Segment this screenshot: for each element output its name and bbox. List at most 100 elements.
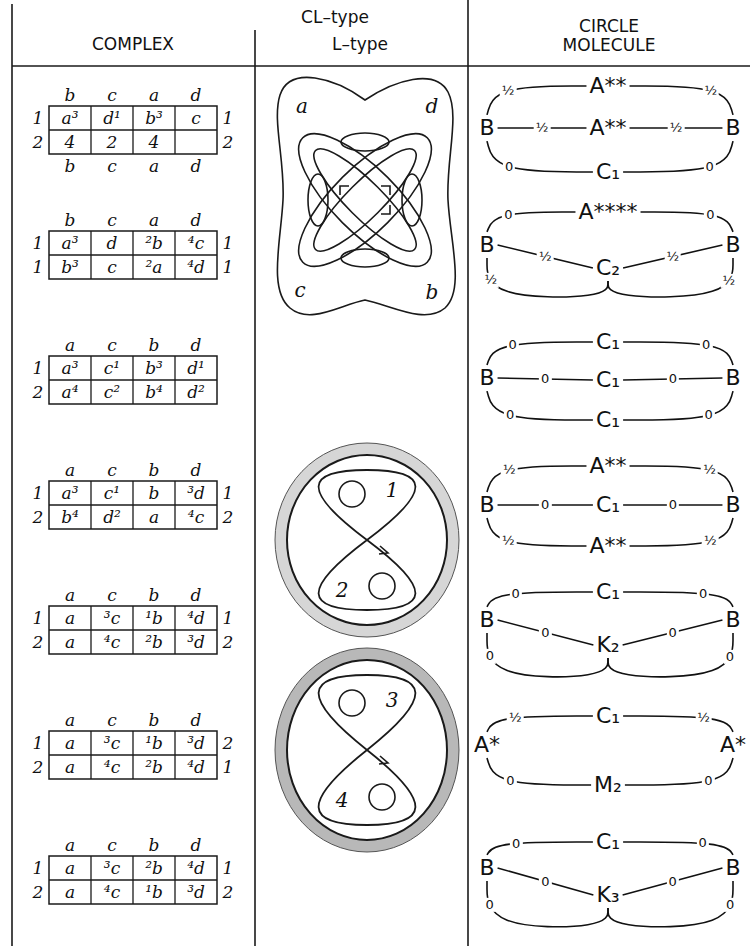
surface-ring (275, 648, 459, 852)
row-number: 2 (33, 883, 44, 902)
table-cell: c¹ (104, 359, 120, 378)
bond-line (623, 141, 733, 172)
edge-mark: 0 (504, 774, 516, 788)
atom-name: C₁ (596, 704, 620, 728)
hole-circle (339, 481, 365, 507)
edge-mark: ½ (507, 711, 524, 725)
table-cell: a (65, 609, 75, 628)
column-letter: d (191, 157, 202, 176)
table-cell: 2 (107, 133, 118, 152)
table-cell: ¹b (145, 883, 163, 902)
drawing-label: d (426, 95, 439, 117)
drawing-label: 2 (336, 579, 349, 601)
table-cell: a³ (62, 109, 79, 128)
row-number: 1 (33, 609, 44, 628)
atom-vertex: C₁ (593, 829, 623, 855)
column-header: COMPLEX (92, 35, 174, 54)
column-letter: c (107, 336, 117, 355)
atom-name: C₁ (596, 830, 620, 854)
row-number: 1 (33, 258, 44, 277)
figure-eight (319, 675, 416, 825)
table-cell: b⁴ (145, 383, 163, 402)
table-rule (12, 65, 750, 67)
drawing-label: c (294, 279, 305, 301)
atom-name: B (479, 366, 494, 390)
atom-loop (341, 249, 389, 267)
atom-name: B (725, 366, 740, 390)
column-letter: b (65, 86, 76, 105)
table-cell: ⁴c (104, 633, 120, 652)
row-number: 1 (223, 758, 234, 777)
column-letter: a (65, 711, 75, 730)
surface-ring (275, 443, 459, 637)
table-cell: ³d (187, 883, 205, 902)
atom-name: B (725, 608, 740, 632)
atom-vertex: B (722, 365, 743, 391)
drawing-label: 3 (386, 689, 399, 711)
complex-grid (49, 731, 217, 779)
atom-loop (341, 133, 389, 151)
figure-eight (319, 470, 416, 610)
complex-grid (49, 606, 217, 654)
edge-mark: 0 (666, 874, 678, 888)
atom-name: B (725, 233, 740, 257)
atom-vertex: C₁ (593, 703, 623, 729)
atom-vertex: A** (586, 73, 629, 99)
edge-mark: 0 (724, 650, 736, 664)
bond-line (625, 758, 733, 785)
table-cell: ³c (104, 734, 120, 753)
atom-name: C₁ (596, 330, 620, 354)
bond-line (623, 245, 722, 268)
hole-circle (369, 573, 395, 599)
atom-name: C₁ (596, 368, 620, 392)
edge-mark: 0 (503, 159, 515, 173)
table-cell: ³c (104, 609, 120, 628)
edge-mark: 0 (484, 649, 496, 663)
column-header: L–type (332, 35, 388, 54)
column-header: CIRCLE MOLECULE (544, 17, 674, 54)
edge-mark: 0 (700, 338, 712, 352)
bond-line (487, 258, 608, 297)
atom-name: B (725, 856, 740, 880)
edge-mark: 0 (724, 898, 736, 912)
orientation-arrow (379, 546, 388, 554)
table-cell: ⁴c (188, 508, 204, 527)
table-cell: ⁴c (104, 758, 120, 777)
drawing-label: 4 (336, 789, 349, 811)
atom-vertex: B (476, 855, 497, 881)
drawing-label: a (296, 95, 308, 117)
row-number: 1 (33, 734, 44, 753)
atom-name: B (479, 856, 494, 880)
table-rules (12, 0, 750, 946)
atom-loop (402, 174, 422, 226)
table-cell: ¹b (145, 609, 163, 628)
table-cell: ²b (145, 234, 163, 253)
atom-loop (308, 174, 328, 226)
edge-mark: 0 (502, 208, 514, 222)
surface-boundary (287, 660, 447, 840)
row-number: 2 (33, 383, 44, 402)
bond-line (487, 212, 575, 232)
edge-mark: ½ (668, 121, 685, 135)
row-number: 2 (33, 133, 44, 152)
column-letter: d (191, 86, 202, 105)
edge-mark: 0 (510, 836, 522, 850)
column-letter: d (191, 461, 202, 480)
edge-mark: ½ (702, 84, 719, 98)
atom-name: A** (589, 454, 626, 478)
edge-mark: 0 (667, 372, 679, 386)
column-letter: c (107, 586, 117, 605)
table-cell: a³ (62, 234, 79, 253)
atom-name: B (479, 493, 494, 517)
table-cell: ³c (104, 859, 120, 878)
atom-name: B (479, 116, 494, 140)
bond-line (498, 868, 594, 895)
edge-mark: 0 (702, 774, 714, 788)
atom-vertex: M₂ (591, 772, 625, 798)
edge-mark: ½ (720, 273, 737, 287)
atom-vertex: B (476, 607, 497, 633)
table-cell: a (65, 758, 75, 777)
edge-mark: 0 (539, 372, 551, 386)
complex-grid (49, 106, 217, 154)
column-letter: c (107, 157, 117, 176)
